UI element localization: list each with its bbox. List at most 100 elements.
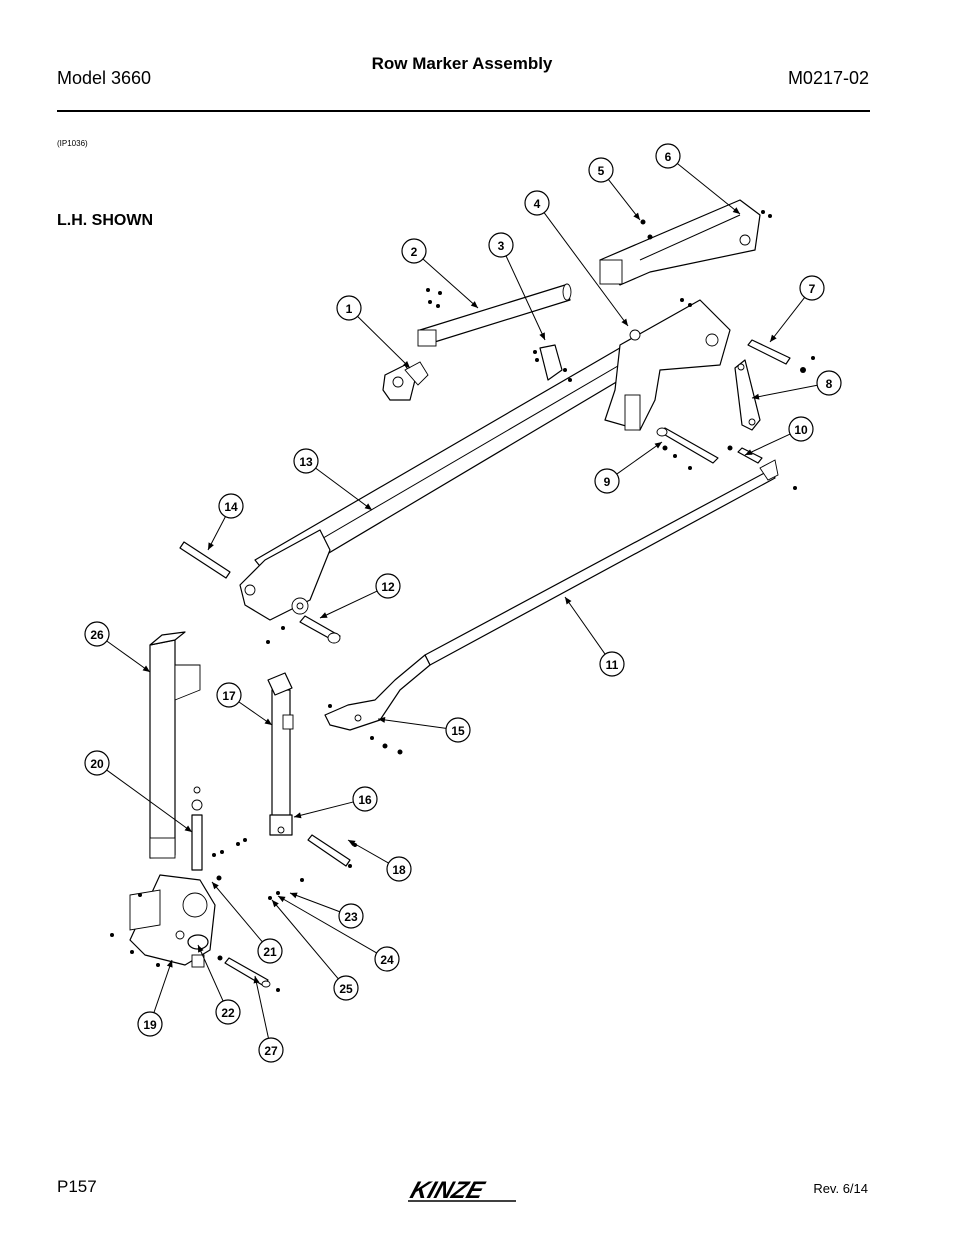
callout-leader-9 xyxy=(616,441,663,475)
callout-20: 20 xyxy=(84,750,110,776)
plate-part xyxy=(539,344,563,381)
callout-leader-7 xyxy=(769,297,806,343)
callout-arrow-7 xyxy=(770,334,777,342)
upright-tube-part xyxy=(149,631,201,859)
callout-1: 1 xyxy=(336,295,362,321)
callout-arrow-10 xyxy=(745,449,753,455)
callout-arrow-25 xyxy=(272,900,279,908)
callout-number-3: 3 xyxy=(498,239,505,253)
tube-part xyxy=(417,283,572,347)
callout-leader-1 xyxy=(357,316,411,369)
callout-arrow-19 xyxy=(166,960,173,968)
callout-number-17: 17 xyxy=(222,689,236,703)
hook-bracket-part xyxy=(382,361,429,401)
mount-tube-part xyxy=(599,199,761,286)
callout-arrow-18 xyxy=(348,840,356,847)
link-part xyxy=(734,359,761,431)
callout-number-12: 12 xyxy=(381,580,395,594)
callout-13: 13 xyxy=(293,448,319,474)
callout-arrow-23 xyxy=(290,892,298,899)
callout-leader-26 xyxy=(106,640,151,673)
callout-number-20: 20 xyxy=(90,757,104,771)
callout-18: 18 xyxy=(386,856,412,882)
callout-arrow-14 xyxy=(208,542,214,550)
callout-number-8: 8 xyxy=(826,377,833,391)
callout-number-27: 27 xyxy=(264,1044,278,1058)
callout-4: 4 xyxy=(524,190,550,216)
callout-2: 2 xyxy=(401,238,427,264)
callout-arrow-22 xyxy=(198,945,204,953)
callout-number-22: 22 xyxy=(221,1006,235,1020)
callout-leader-20 xyxy=(106,769,193,833)
callout-arrow-27 xyxy=(253,976,260,984)
callout-leader-16 xyxy=(293,801,354,818)
extension-arm-part xyxy=(324,459,779,731)
callout-number-21: 21 xyxy=(263,945,277,959)
hardware-details xyxy=(110,210,815,992)
callout-number-18: 18 xyxy=(392,863,406,877)
callout-leader-21 xyxy=(211,881,263,943)
callout-leader-25 xyxy=(271,899,339,980)
callout-number-4: 4 xyxy=(534,197,541,211)
callout-23: 23 xyxy=(338,903,364,929)
callout-leader-18 xyxy=(347,839,389,864)
callout-arrow-5 xyxy=(633,212,640,220)
base-bracket-part xyxy=(129,874,216,966)
pin-12-part xyxy=(299,615,341,644)
callout-leader-11 xyxy=(564,596,606,655)
callout-leader-24 xyxy=(277,895,377,954)
callout-11: 11 xyxy=(599,651,625,677)
pivot-bracket-part xyxy=(604,299,731,431)
callout-number-19: 19 xyxy=(143,1018,157,1032)
callout-number-1: 1 xyxy=(346,302,353,316)
illustration-reference: (IP1036) xyxy=(57,139,88,148)
callout-arrow-17 xyxy=(264,718,272,725)
page-title: Row Marker Assembly xyxy=(371,54,553,73)
callout-22: 22 xyxy=(215,999,241,1025)
callout-arrow-24 xyxy=(278,896,286,903)
callout-leader-5 xyxy=(607,179,641,221)
callout-number-11: 11 xyxy=(606,658,619,672)
callout-number-6: 6 xyxy=(665,150,672,164)
callout-arrow-21 xyxy=(212,882,219,890)
callout-25: 25 xyxy=(333,975,359,1001)
callout-number-24: 24 xyxy=(380,953,394,967)
pin-27-part xyxy=(224,957,271,988)
callout-number-13: 13 xyxy=(299,455,313,469)
callout-arrow-9 xyxy=(654,442,662,449)
callout-arrow-15 xyxy=(378,716,386,723)
callout-24: 24 xyxy=(374,946,400,972)
bushing-part xyxy=(187,934,209,968)
callout-arrow-8 xyxy=(752,393,760,400)
callout-number-9: 9 xyxy=(604,475,611,489)
callout-arrow-11 xyxy=(565,597,572,605)
pin-18-part xyxy=(307,834,351,867)
callout-arrow-16 xyxy=(294,812,302,819)
callout-14: 14 xyxy=(218,493,244,519)
callout-leader-6 xyxy=(677,163,741,215)
callout-leader-19 xyxy=(153,959,173,1013)
header-divider xyxy=(57,110,870,112)
callout-number-7: 7 xyxy=(809,282,816,296)
callout-number-2: 2 xyxy=(411,245,418,259)
callout-5: 5 xyxy=(588,157,614,183)
callout-leader-12 xyxy=(319,590,378,619)
callout-arrow-13 xyxy=(364,503,372,510)
callout-leader-13 xyxy=(315,467,373,511)
callout-arrow-6 xyxy=(732,207,740,214)
callout-3: 3 xyxy=(488,232,514,258)
kinze-logo: KINZE xyxy=(407,1178,516,1204)
document-number: M0217-02 xyxy=(787,68,869,88)
callout-15: 15 xyxy=(445,717,471,743)
spring-part xyxy=(191,786,203,871)
callout-arrow-1 xyxy=(402,360,410,368)
callout-leader-3 xyxy=(505,255,546,341)
view-label: L.H. SHOWN xyxy=(57,212,153,229)
callout-27: 27 xyxy=(258,1037,284,1063)
callout-number-23: 23 xyxy=(344,910,358,924)
callout-6: 6 xyxy=(655,143,681,169)
callout-number-25: 25 xyxy=(339,982,353,996)
callout-7: 7 xyxy=(799,275,825,301)
model-label: Model 3660 xyxy=(57,68,152,88)
